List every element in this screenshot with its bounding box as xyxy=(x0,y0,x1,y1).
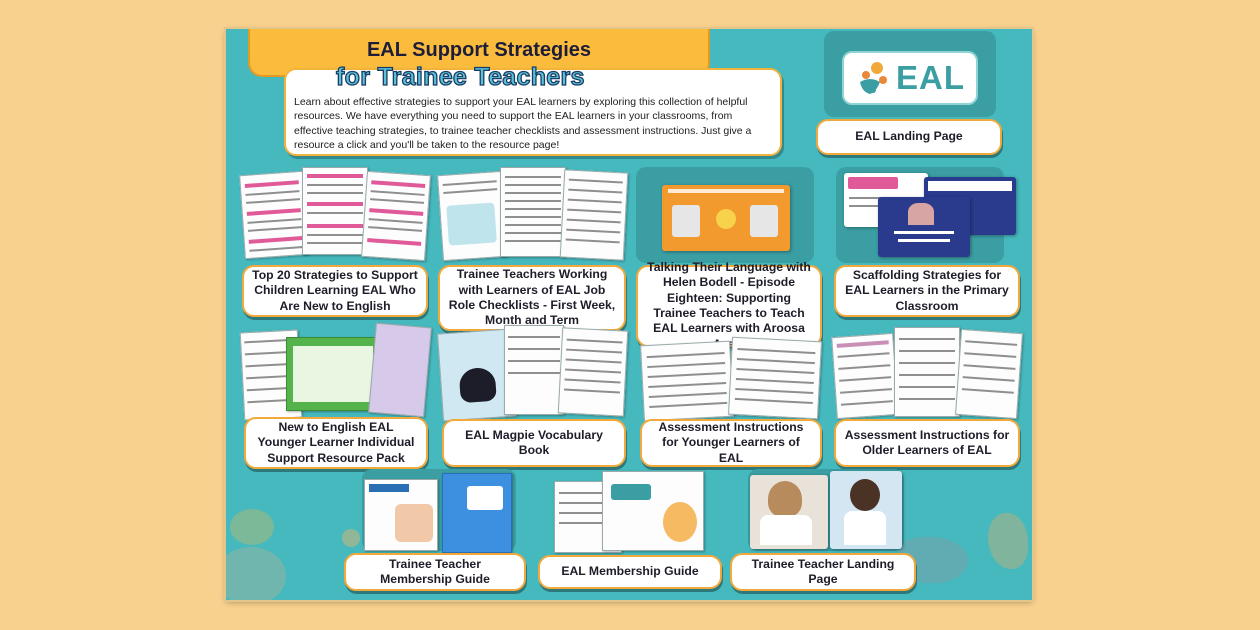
scaffolding-thumbnail[interactable] xyxy=(832,167,1022,265)
eal-logo-text: EAL xyxy=(896,59,965,96)
talking-their-language-link[interactable]: Talking Their Language with Helen Bodell… xyxy=(636,260,822,351)
new-to-english-link[interactable]: New to English EAL Younger Learner Indiv… xyxy=(244,417,428,469)
decorative-blob xyxy=(988,513,1028,569)
trainee-membership-thumbnail[interactable] xyxy=(358,469,518,553)
magpie-thumbnail[interactable] xyxy=(437,325,629,422)
assessment-younger-link[interactable]: Assessment Instructions for Younger Lear… xyxy=(640,419,822,467)
decorative-blob xyxy=(230,509,274,545)
page-subtitle: for Trainee Teachers xyxy=(335,62,585,91)
resource-thumbnail[interactable] xyxy=(437,167,629,265)
decorative-blob xyxy=(342,529,360,547)
trainee-checklists-link[interactable]: Trainee Teachers Working with Learners o… xyxy=(438,265,626,331)
magpie-vocabulary-link[interactable]: EAL Magpie Vocabulary Book xyxy=(442,419,626,467)
top-20-strategies-link[interactable]: Top 20 Strategies to Support Children Le… xyxy=(242,265,428,317)
resource-thumbnail[interactable] xyxy=(239,167,431,265)
resource-thumbnail[interactable] xyxy=(831,325,1023,421)
resource-thumbnail[interactable] xyxy=(638,336,824,422)
assessment-older-link[interactable]: Assessment Instructions for Older Learne… xyxy=(834,419,1020,467)
trainee-landing-link[interactable]: Trainee Teacher Landing Page xyxy=(730,553,916,591)
trainee-membership-link[interactable]: Trainee Teacher Membership Guide xyxy=(344,553,526,591)
eal-logo-icon xyxy=(860,62,887,94)
intro-text: Learn about effective strategies to supp… xyxy=(294,96,752,152)
podcast-thumbnail[interactable] xyxy=(636,167,816,265)
resource-thumbnail[interactable] xyxy=(239,322,432,421)
eal-membership-link[interactable]: EAL Membership Guide xyxy=(538,555,722,589)
eal-membership-thumbnail[interactable] xyxy=(552,469,712,553)
trainee-landing-thumbnail[interactable] xyxy=(746,469,906,553)
decorative-blob xyxy=(226,547,286,600)
resource-sheet: EAL Support Strategies Learn about effec… xyxy=(226,29,1032,600)
eal-logo-panel[interactable]: EAL xyxy=(824,31,996,117)
intro-box: Learn about effective strategies to supp… xyxy=(284,68,782,156)
eal-logo[interactable]: EAL xyxy=(842,51,978,105)
scaffolding-strategies-link[interactable]: Scaffolding Strategies for EAL Learners … xyxy=(834,265,1020,317)
page-title: EAL Support Strategies xyxy=(366,39,592,61)
eal-landing-page-link[interactable]: EAL Landing Page xyxy=(816,119,1002,155)
